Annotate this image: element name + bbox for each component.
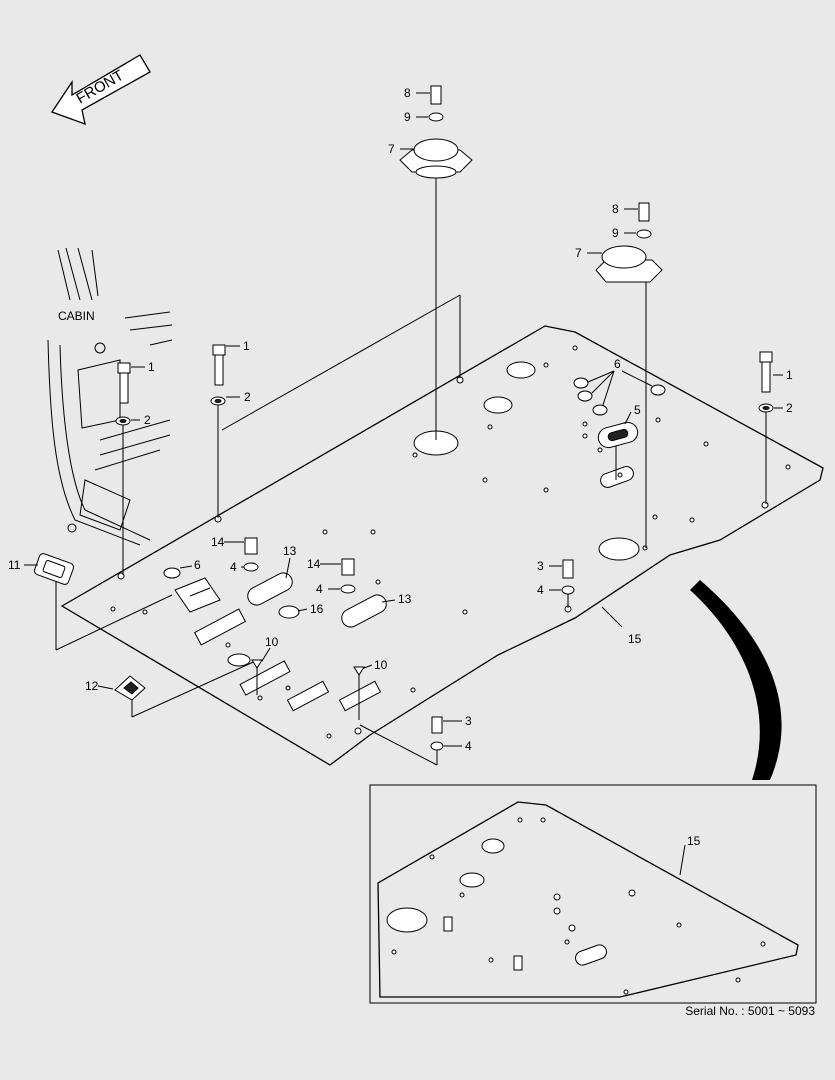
callout-8: 8: [612, 202, 619, 216]
detail-holes: [386, 817, 766, 995]
callout-16: 16: [310, 602, 324, 616]
callout-3: 3: [537, 559, 544, 573]
callout-12: 12: [85, 679, 99, 693]
callout-15: 15: [687, 834, 701, 848]
callout-13: 13: [283, 544, 297, 558]
callout-5: 5: [634, 403, 641, 417]
callout-7: 7: [388, 142, 395, 156]
callout-1: 1: [786, 368, 793, 382]
bolt-3-icon: [430, 559, 575, 751]
mount-7-icon: [399, 85, 663, 283]
callout-2: 2: [144, 413, 151, 427]
grommet-11-icon: [33, 553, 75, 585]
callout-13: 13: [398, 592, 412, 606]
callout-4: 4: [537, 583, 544, 597]
callout-7: 7: [575, 246, 582, 260]
callout-labels: 1 1 1 2 2 2 3 3 4 4 4 4 5 6 6 7 7 8 8 9 …: [8, 86, 793, 848]
cover-13-icon: [247, 572, 387, 628]
callout-11: 11: [8, 558, 21, 572]
callout-6: 6: [614, 357, 621, 371]
callout-4: 4: [316, 582, 323, 596]
callout-15: 15: [628, 632, 642, 646]
front-arrow-icon: FRONT: [51, 54, 151, 126]
bolt-14-icon: [243, 537, 356, 594]
plug-16-icon: [278, 605, 300, 619]
callout-9: 9: [404, 110, 411, 124]
detail-arrow-icon: [690, 580, 782, 780]
clip-10-icon: [251, 659, 365, 720]
grommet-12-icon: [114, 675, 146, 701]
callout-10: 10: [265, 635, 279, 649]
callout-4: 4: [465, 739, 472, 753]
callout-14: 14: [211, 535, 225, 549]
callout-10: 10: [374, 658, 388, 672]
callout-1: 1: [243, 339, 250, 353]
grommet-6-icon: [163, 377, 666, 579]
cabin-label: CABIN: [58, 309, 95, 323]
serial-number: Serial No. : 5001 ~ 5093: [685, 1004, 815, 1018]
leader-lines: [55, 170, 767, 766]
callout-1: 1: [148, 360, 155, 374]
callout-4: 4: [230, 560, 237, 574]
callout-3: 3: [465, 714, 472, 728]
washer-2-icon: [115, 396, 774, 426]
plate-holes: [110, 345, 791, 739]
cabin-outline: [47, 247, 173, 546]
callout-8: 8: [404, 86, 411, 100]
callout-14: 14: [307, 557, 321, 571]
bracket-icon: [174, 577, 221, 613]
callout-2: 2: [786, 401, 793, 415]
detail-plate: [377, 801, 799, 998]
bolt-1-icon: [117, 344, 773, 404]
callout-2: 2: [244, 390, 251, 404]
floor-plate: [60, 325, 824, 766]
callout-9: 9: [612, 226, 619, 240]
callout-ticks: [24, 92, 783, 747]
cover-5-icon: [597, 421, 639, 449]
callout-6: 6: [194, 558, 201, 572]
